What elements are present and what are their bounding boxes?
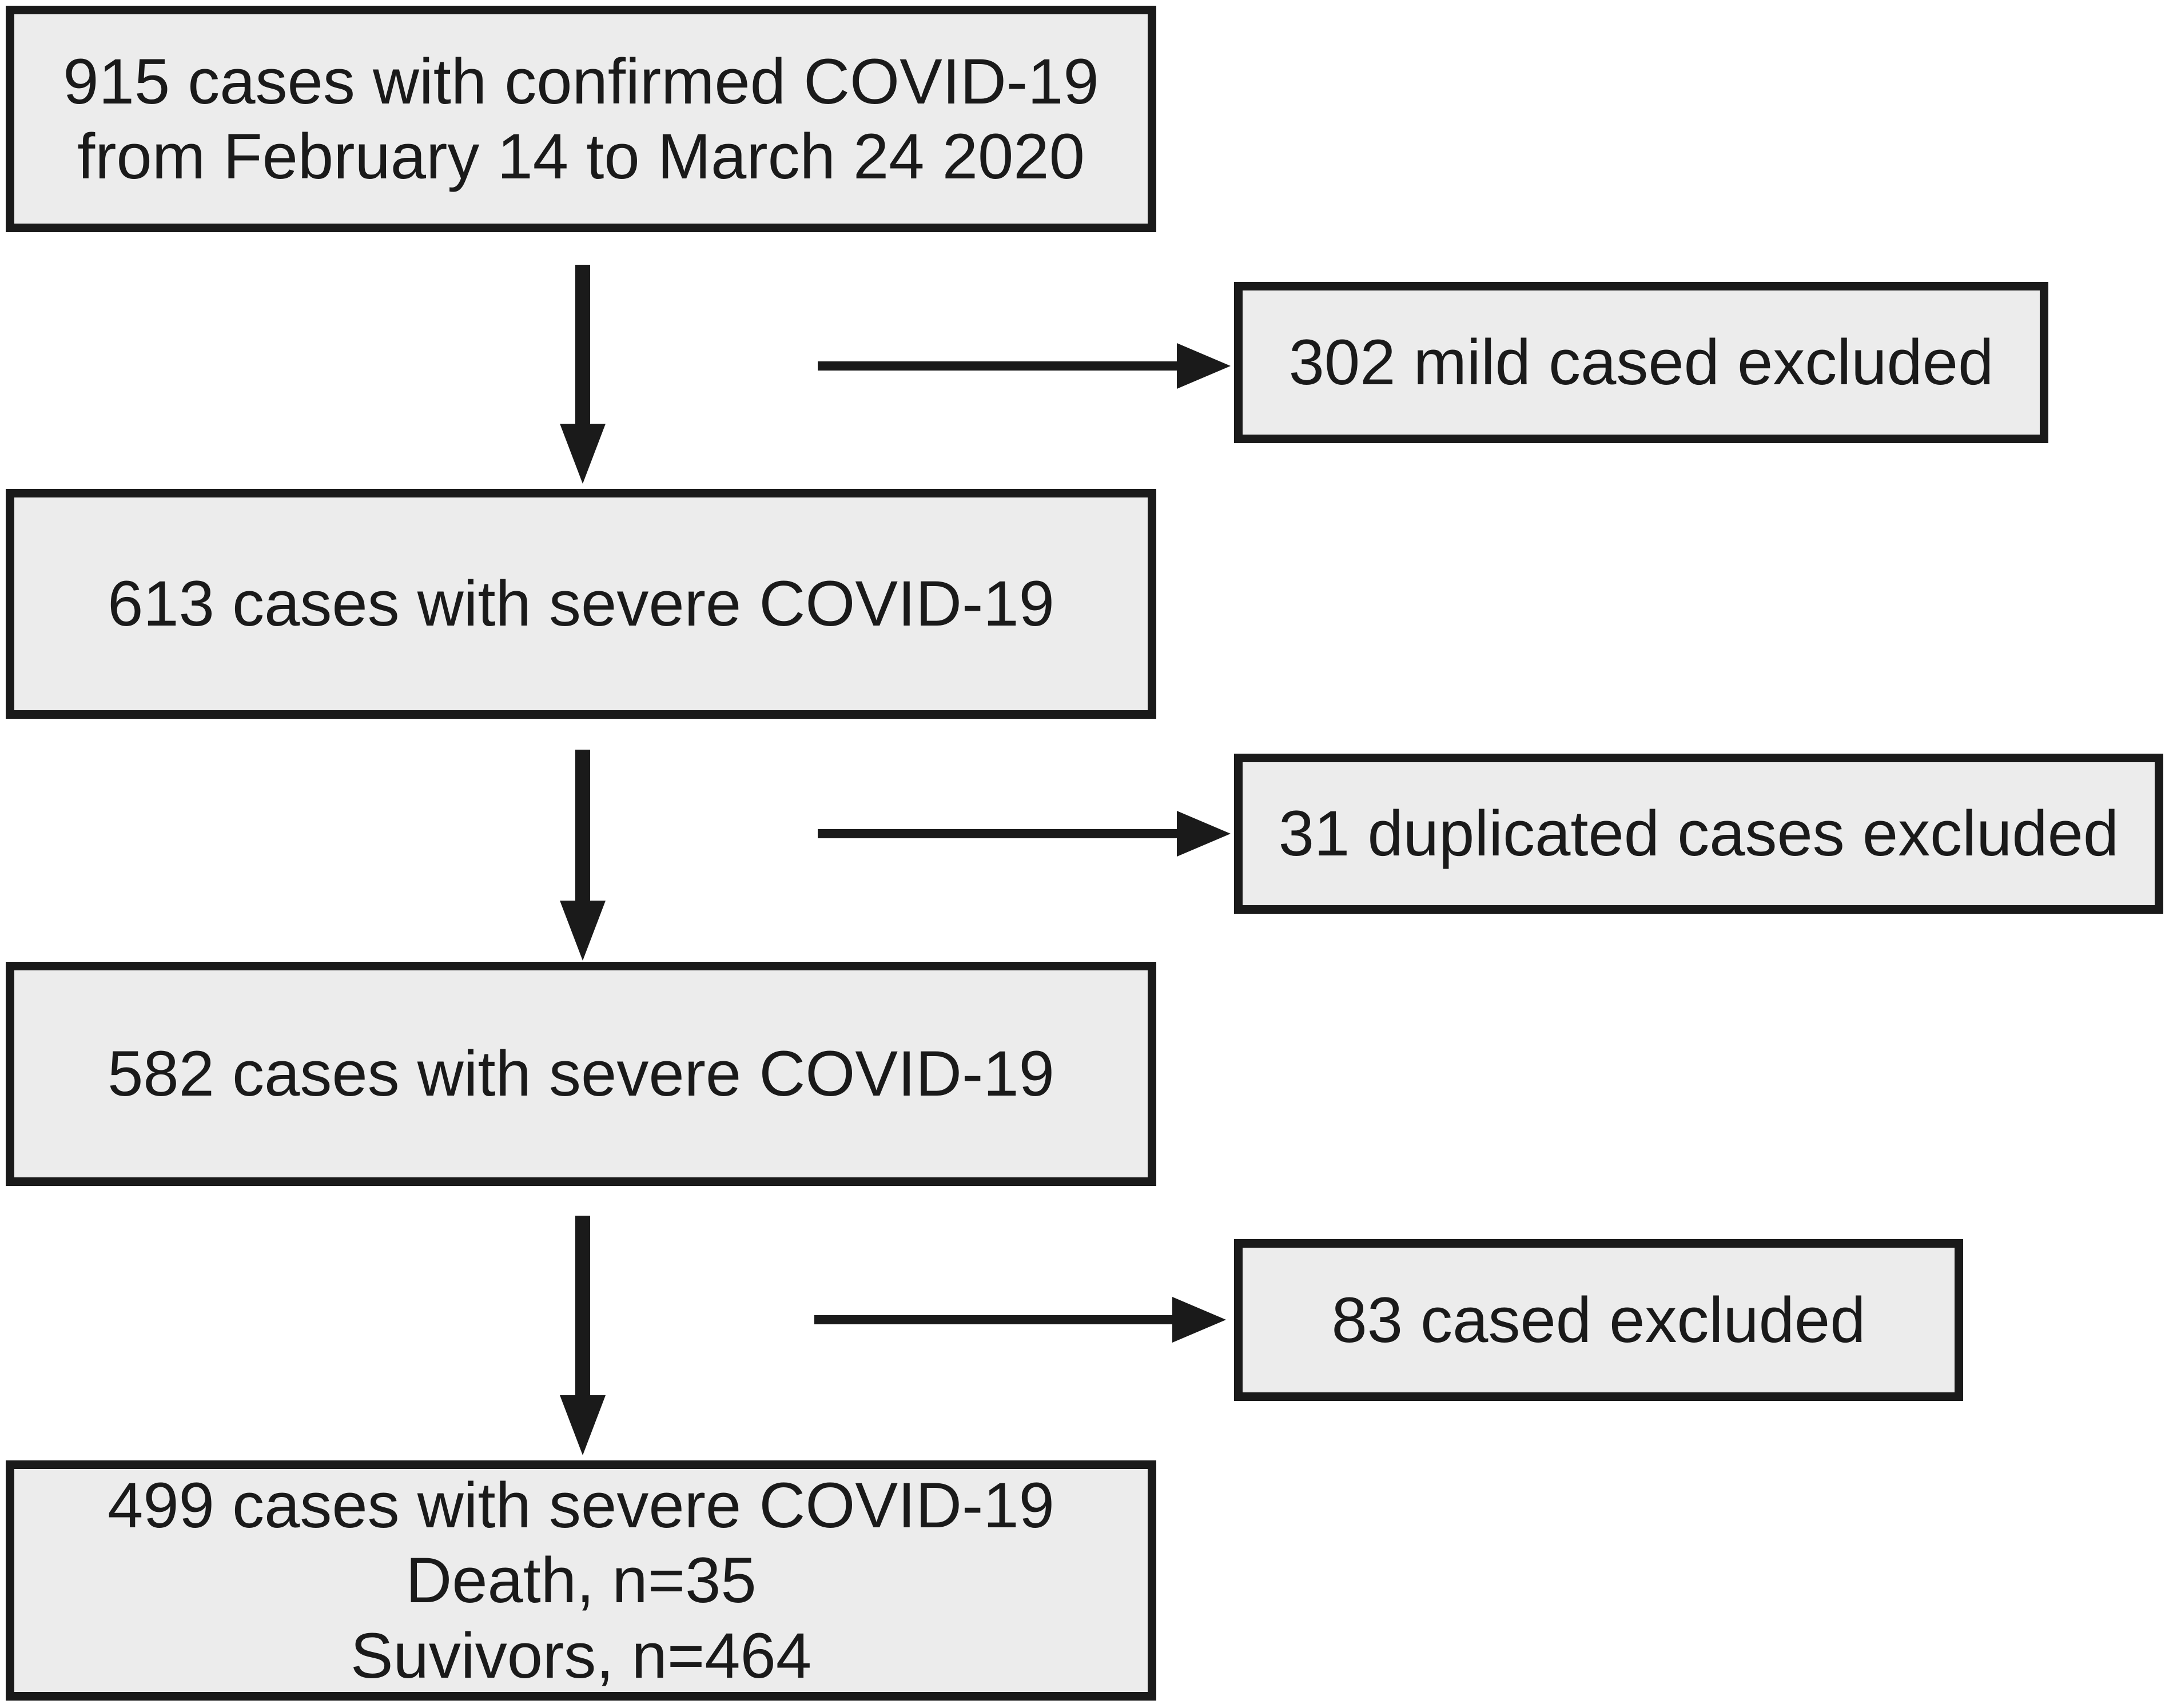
flow-box-499-line-3: Suvivors, n=464 bbox=[350, 1619, 812, 1691]
down-arrow-1-shaft bbox=[575, 265, 590, 424]
exclusion-box-83-line-1: 83 cased excluded bbox=[1331, 1284, 1866, 1356]
side-arrow-3-shaft bbox=[814, 1315, 1172, 1324]
down-arrow-2-head bbox=[560, 901, 606, 961]
flow-box-499-line-1: 499 cases with severe COVID-19 bbox=[108, 1470, 1054, 1542]
exclusion-box-31-line-1: 31 duplicated cases excluded bbox=[1278, 798, 2119, 870]
flow-box-915-line-2: from February 14 to March 24 2020 bbox=[77, 121, 1085, 192]
down-arrow-3-head bbox=[560, 1395, 606, 1455]
flow-box-915-line-1: 915 cases with confirmed COVID-19 bbox=[63, 45, 1099, 117]
flow-box-582-line-1: 582 cases with severe COVID-19 bbox=[108, 1038, 1054, 1110]
down-arrow-1-head bbox=[560, 424, 606, 484]
down-arrow-2-shaft bbox=[575, 750, 590, 901]
side-arrow-2-shaft bbox=[818, 829, 1177, 838]
flow-box-499-line-2: Death, n=35 bbox=[405, 1544, 757, 1617]
exclusion-box-302: 302 mild cased excluded bbox=[1234, 282, 2048, 443]
exclusion-box-83: 83 cased excluded bbox=[1234, 1239, 1963, 1401]
flow-box-613-line-1: 613 cases with severe COVID-19 bbox=[108, 568, 1054, 640]
flow-box-915-confirmed: 915 cases with confirmed COVID-19 from F… bbox=[6, 6, 1156, 232]
side-arrow-1-shaft bbox=[818, 361, 1177, 371]
exclusion-box-302-line-1: 302 mild cased excluded bbox=[1288, 327, 1994, 399]
flow-box-582-severe: 582 cases with severe COVID-19 bbox=[6, 962, 1156, 1186]
flow-box-499-severe: 499 cases with severe COVID-19 Death, n=… bbox=[6, 1460, 1156, 1701]
exclusion-box-31: 31 duplicated cases excluded bbox=[1234, 754, 2163, 914]
side-arrow-2-head bbox=[1177, 811, 1231, 857]
flow-box-613-severe: 613 cases with severe COVID-19 bbox=[6, 489, 1156, 719]
down-arrow-3-shaft bbox=[575, 1216, 590, 1395]
side-arrow-1-head bbox=[1177, 343, 1231, 389]
side-arrow-3-head bbox=[1172, 1297, 1226, 1343]
